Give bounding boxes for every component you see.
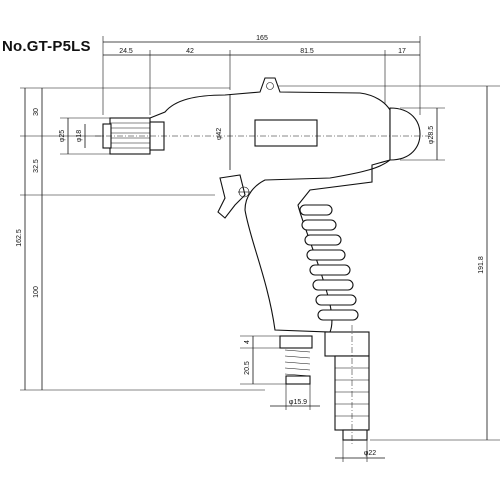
dim-h-20-5: 20.5 [244, 361, 251, 375]
exhaust-spring [279, 335, 313, 385]
dim-h-100: 100 [33, 286, 40, 298]
dim-h-32-5: 32.5 [33, 159, 40, 173]
chuck-knurl [110, 122, 150, 149]
spring-dims: 4 20.5 φ15.9 [240, 335, 320, 410]
top-dimensions: 165 24.5 42 81.5 17 [102, 35, 421, 115]
dim-h-30: 30 [33, 108, 40, 116]
dim-h-191-8: 191.8 [478, 256, 485, 274]
dim-d-18: φ18 [76, 130, 83, 142]
chuck-diameter-dims: φ25 φ18 [59, 117, 110, 155]
dim-d-15-9: φ15.9 [289, 399, 307, 406]
model-title: No.GT-P5LS [2, 38, 91, 55]
dim-overall-length: 165 [256, 35, 268, 42]
left-dimensions: 30 32.5 100 162.5 [16, 87, 265, 391]
dim-d-25: φ25 [59, 130, 66, 142]
dim-h-4: 4 [244, 340, 251, 344]
dim-seg-2: 42 [186, 48, 194, 55]
dim-h-162-5: 162.5 [16, 229, 23, 247]
air-inlet [324, 331, 370, 441]
dim-seg-4: 17 [398, 48, 406, 55]
dim-d-22: φ22 [364, 450, 376, 457]
grip-ribs [299, 204, 359, 321]
right-dimensions: 191.8 φ28.5 [268, 85, 500, 441]
tool-body [102, 77, 421, 333]
dim-d-28-5: φ28.5 [428, 126, 435, 144]
dim-d-42: φ42 [216, 128, 223, 140]
dim-seg-3: 81.5 [300, 48, 314, 55]
inlet-diameter-dim: φ22 [335, 440, 385, 462]
dim-seg-1: 24.5 [119, 48, 133, 55]
